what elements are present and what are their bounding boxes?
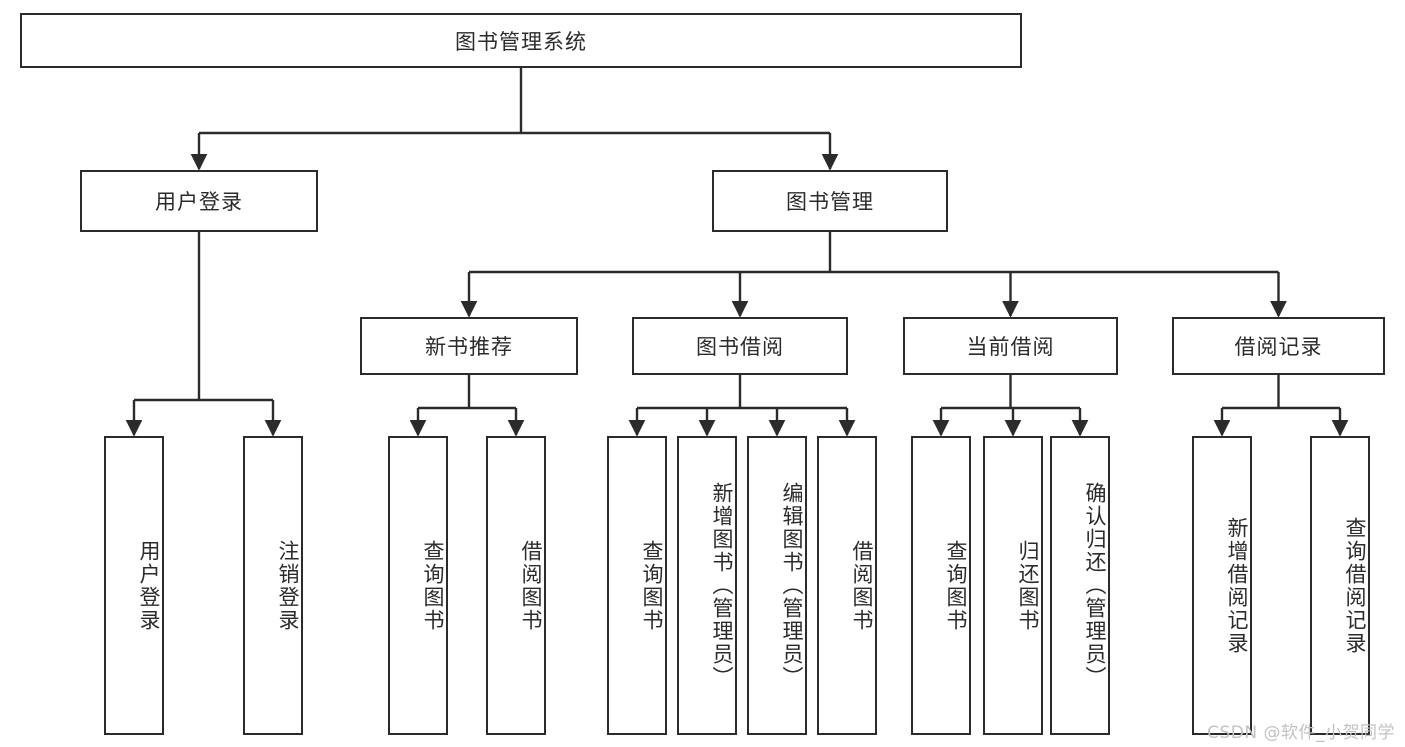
level3-node-3: 借阅记录 [1172,317,1385,375]
leaf-node-6: 编辑图书（管理员） [747,436,807,735]
level2-node-1: 图书管理 [712,170,948,232]
node-label: 注销登录 [276,539,300,632]
watermark: CSDN @软件_小贺同学 [1207,723,1395,743]
level3-node-2: 当前借阅 [903,317,1118,375]
leaf-node-8: 查询图书 [911,436,971,735]
node-label: 借阅图书 [519,539,543,632]
node-label: 新增图书（管理员） [710,482,734,689]
node-label: 查询图书 [640,539,664,632]
node-label: 借阅记录 [1234,335,1323,359]
node-label: 借阅图书 [850,539,874,632]
leaf-node-7: 借阅图书 [817,436,877,735]
node-label: 编辑图书（管理员） [780,482,804,689]
node-label: 当前借阅 [966,335,1055,359]
leaf-node-3: 借阅图书 [486,436,546,735]
leaf-node-5: 新增图书（管理员） [677,436,737,735]
node-label: 用户登录 [155,190,243,214]
level3-node-1: 图书借阅 [632,317,848,375]
level2-node-0: 用户登录 [80,170,318,232]
leaf-node-4: 查询图书 [607,436,667,735]
node-label: 确认归还（管理员） [1083,482,1107,689]
leaf-node-2: 查询图书 [388,436,448,735]
leaf-node-0: 用户登录 [104,436,164,735]
node-label: 用户登录 [137,539,161,632]
node-label: 查询图书 [944,539,968,632]
leaf-node-1: 注销登录 [243,436,303,735]
root-node-0: 图书管理系统 [20,13,1022,68]
node-label: 新增借阅记录 [1225,516,1249,655]
level3-node-0: 新书推荐 [360,317,578,375]
node-label: 归还图书 [1016,539,1040,632]
leaf-node-12: 查询借阅记录 [1310,436,1370,735]
node-label: 查询借阅记录 [1343,516,1367,655]
leaf-node-10: 确认归还（管理员） [1050,436,1110,735]
leaf-node-11: 新增借阅记录 [1192,436,1252,735]
node-label: 查询图书 [421,539,445,632]
node-label: 图书借阅 [696,335,784,359]
node-label: 图书管理 [786,190,874,214]
node-label: 新书推荐 [425,335,513,359]
node-label: 图书管理系统 [455,29,587,54]
leaf-node-9: 归还图书 [983,436,1043,735]
